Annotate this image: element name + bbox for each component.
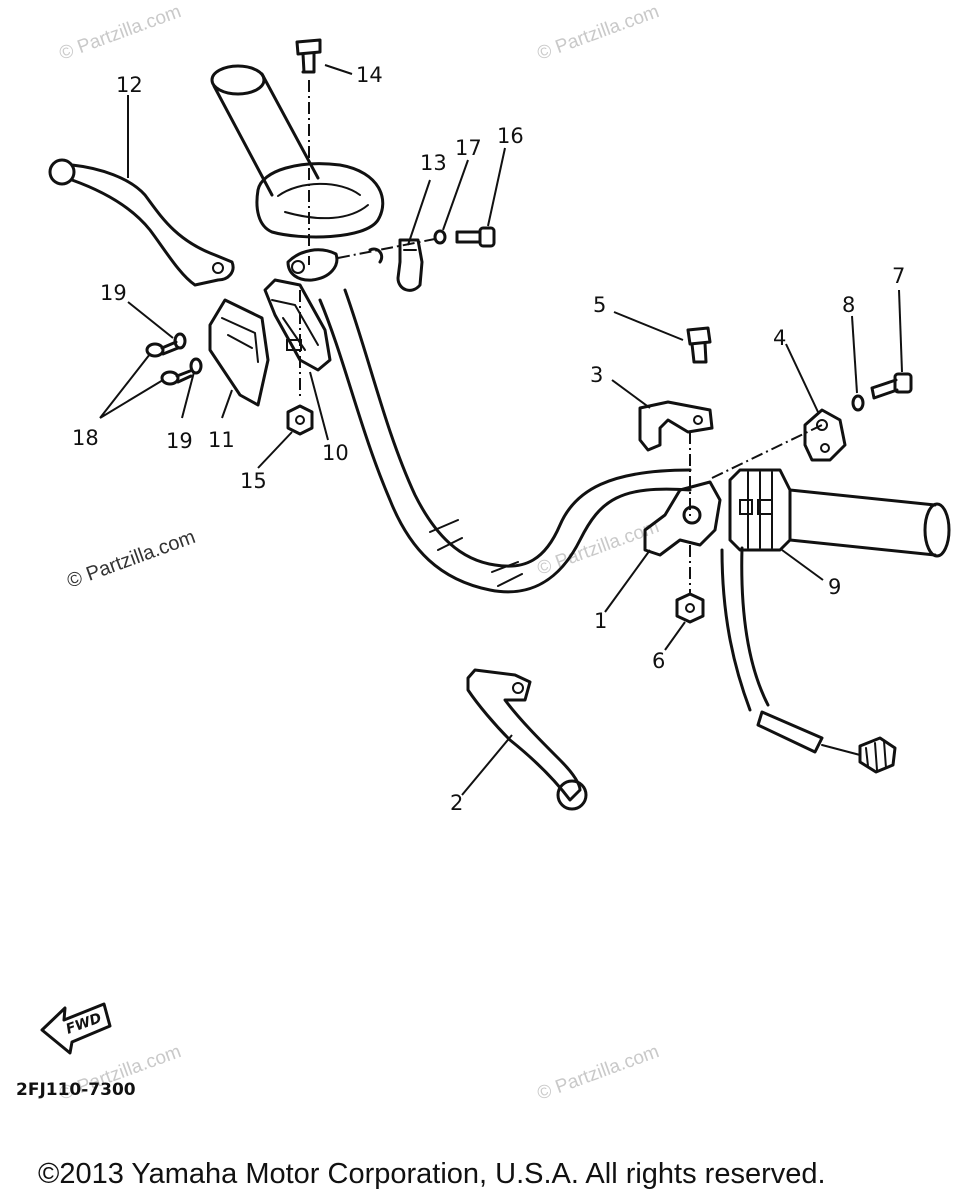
- watermark: © Partzilla.com: [64, 526, 198, 593]
- part-3-holder: [638, 400, 714, 452]
- callout-6: 6: [652, 649, 665, 673]
- part-15-nut: [286, 404, 314, 436]
- callout-13: 13: [420, 151, 447, 175]
- part-19-washers: [173, 332, 203, 375]
- part-18-screws: [145, 340, 193, 386]
- part-10-bracket: [263, 278, 332, 372]
- part-16-screw: [455, 226, 496, 248]
- fwd-arrow-icon: FWD: [40, 1002, 112, 1055]
- callout-17: 17: [455, 136, 482, 160]
- right-grip: [788, 488, 951, 558]
- part-14-bolt: [295, 38, 322, 74]
- callout-14: 14: [356, 63, 383, 87]
- callout-8: 8: [842, 293, 855, 317]
- callout-18: 18: [72, 426, 99, 450]
- callout-19-top: 19: [100, 281, 127, 305]
- part-11-cover: [208, 298, 270, 407]
- callout-19-bottom: 19: [166, 429, 193, 453]
- callout-1: 1: [594, 609, 607, 633]
- watermark: © Partzilla.com: [535, 1041, 662, 1105]
- switch-wire: [720, 546, 897, 774]
- callout-2: 2: [450, 791, 463, 815]
- copyright-notice: ©2013 Yamaha Motor Corporation, U.S.A. A…: [38, 1158, 826, 1190]
- callout-9: 9: [828, 575, 841, 599]
- part-2-lever: [466, 668, 588, 811]
- watermark: © Partzilla.com: [535, 516, 662, 580]
- diagram-code: 2FJ110-7300: [16, 1080, 136, 1100]
- fwd-label: FWD: [64, 1010, 104, 1038]
- callout-3: 3: [590, 363, 603, 387]
- part-4-clamp: [803, 408, 847, 462]
- part-6-nut: [675, 592, 705, 624]
- part-17-washer: [433, 229, 447, 245]
- leader-lines: [99, 64, 903, 796]
- callout-4: 4: [773, 326, 786, 350]
- callout-10: 10: [322, 441, 349, 465]
- part-5-bolt: [686, 326, 712, 364]
- callout-16: 16: [497, 124, 524, 148]
- callout-12: 12: [116, 73, 143, 97]
- left-grip-assembly: [210, 64, 385, 282]
- callout-7: 7: [892, 264, 905, 288]
- part-12-lever: [48, 158, 235, 287]
- part-8-washer: [851, 394, 865, 412]
- callout-11: 11: [208, 428, 235, 452]
- watermark: © Partzilla.com: [535, 1, 662, 65]
- part-1-perch: [643, 480, 722, 557]
- watermark: © Partzilla.com: [57, 1, 184, 65]
- part-7-screw: [870, 372, 913, 400]
- part-9-switch: [728, 468, 792, 552]
- part-13-clamp: [396, 238, 424, 292]
- callout-15: 15: [240, 469, 267, 493]
- callout-5: 5: [593, 293, 606, 317]
- handlebar: [318, 288, 692, 594]
- callouts: 12 14 13 17 16 19 18 19 11 10 15 5 3 1 6…: [72, 63, 905, 815]
